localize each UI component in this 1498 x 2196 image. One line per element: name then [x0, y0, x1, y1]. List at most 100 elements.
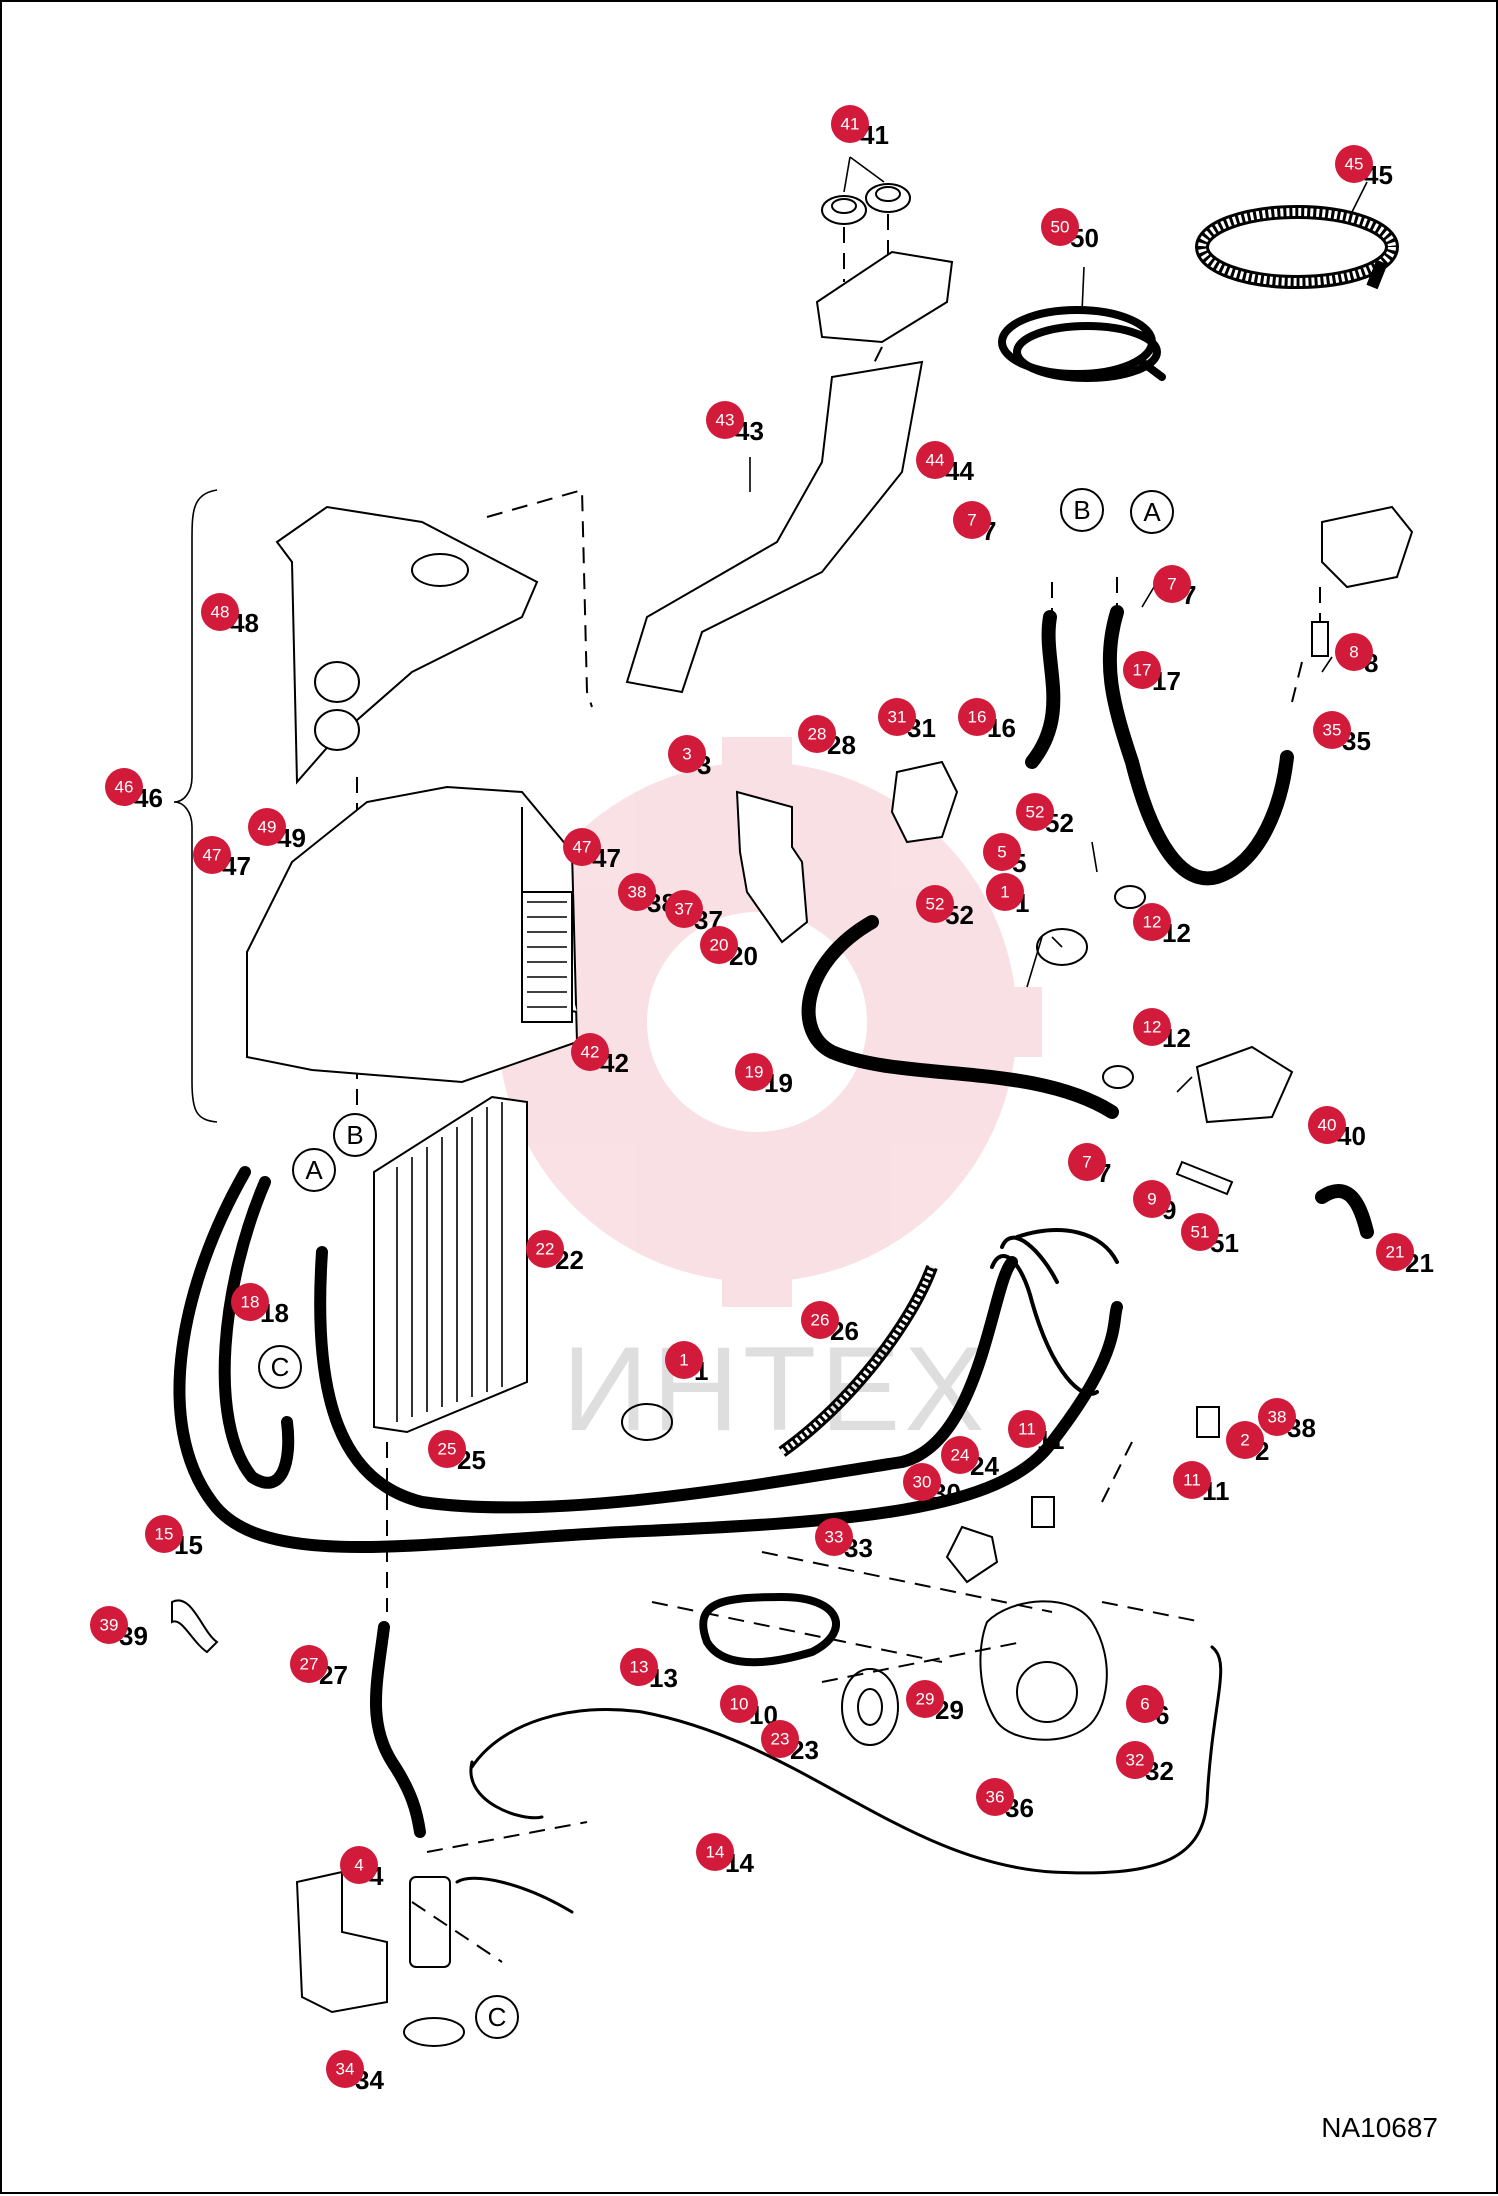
callout-badge[interactable]: 17 — [1123, 651, 1161, 689]
callout-badge-label: 52 — [1026, 803, 1045, 822]
mesh-hose-45 — [1195, 205, 1399, 290]
callout-badge[interactable]: 30 — [903, 1463, 941, 1501]
callout-badge[interactable]: 51 — [1181, 1213, 1219, 1251]
receiver-drier-4 — [409, 1876, 451, 1968]
callout-badge[interactable]: 47 — [193, 836, 231, 874]
callout-badge-circle — [941, 1436, 979, 1474]
callout-badge[interactable]: 7 — [1068, 1143, 1106, 1181]
callout-badge[interactable]: 1 — [986, 873, 1024, 911]
callout-badge-label: 1 — [679, 1351, 688, 1370]
callout-badge-label: 12 — [1143, 1018, 1162, 1037]
callout-badge[interactable]: 19 — [735, 1053, 773, 1091]
callout-badge[interactable]: 20 — [700, 926, 738, 964]
callout-badge[interactable]: 32 — [1116, 1741, 1154, 1779]
callout-badge[interactable]: 27 — [290, 1645, 328, 1683]
callout-badge-label: 9 — [1147, 1190, 1156, 1209]
callout-badge[interactable]: 6 — [1126, 1685, 1164, 1723]
callout-badge[interactable]: 7 — [1153, 565, 1191, 603]
callout-badge[interactable]: 21 — [1376, 1233, 1414, 1271]
callout-badge[interactable]: 37 — [665, 890, 703, 928]
callout-badge-circle — [340, 1846, 378, 1884]
callout-badge[interactable]: 11 — [1173, 1461, 1211, 1499]
callout-badge-label: 23 — [771, 1730, 790, 1749]
callout-badge[interactable]: 28 — [798, 715, 836, 753]
callout-badge[interactable]: 1 — [665, 1341, 703, 1379]
callout-badge-label: 4 — [354, 1856, 363, 1875]
callout-badge-circle — [326, 2050, 364, 2088]
callout-badge[interactable]: 12 — [1133, 903, 1171, 941]
callout-badge[interactable]: 52 — [1016, 793, 1054, 831]
callout-badge[interactable]: 44 — [916, 441, 954, 479]
callout-badge[interactable]: 39 — [90, 1606, 128, 1644]
callout-badge[interactable]: 47 — [563, 828, 601, 866]
connector-marker-label: C — [488, 2002, 507, 2032]
connector-marker-label: A — [1143, 497, 1161, 527]
callout-badge-circle — [231, 1283, 269, 1321]
callout-badge[interactable]: 8 — [1335, 633, 1373, 671]
callout-badge-label: 37 — [675, 900, 694, 919]
callout-badge[interactable]: 35 — [1313, 711, 1351, 749]
callout-badge[interactable]: 24 — [941, 1436, 979, 1474]
callout-badge[interactable]: 18 — [231, 1283, 269, 1321]
callout-badge[interactable]: 50 — [1041, 208, 1079, 246]
hose-15 — [173, 1166, 1123, 1553]
callout-badge-label: 42 — [581, 1043, 600, 1062]
callout-badge[interactable]: 42 — [571, 1033, 609, 1071]
callout-badge[interactable]: 40 — [1308, 1106, 1346, 1144]
callout-badge[interactable]: 36 — [976, 1778, 1014, 1816]
callout-badge-label: 18 — [241, 1293, 260, 1312]
callout-badge-label: 17 — [1133, 661, 1152, 680]
callout-badge[interactable]: 49 — [248, 808, 286, 846]
callout-badge[interactable]: 7 — [953, 501, 991, 539]
callout-badge-circle — [90, 1606, 128, 1644]
callout-badge-circle — [571, 1033, 609, 1071]
callout-badge[interactable]: 22 — [526, 1230, 564, 1268]
callout-badge-label: 6 — [1140, 1695, 1149, 1714]
grommet-41 — [821, 183, 911, 225]
callout-badge-label: 11 — [1183, 1471, 1201, 1490]
callout-badge[interactable]: 15 — [145, 1515, 183, 1553]
callout-badge[interactable]: 25 — [428, 1430, 466, 1468]
callout-badge[interactable]: 9 — [1133, 1180, 1171, 1218]
callout-badge[interactable]: 2 — [1226, 1421, 1264, 1459]
callout-badge-circle — [1226, 1421, 1264, 1459]
callout-badge[interactable]: 5 — [983, 833, 1021, 871]
callout-badge[interactable]: 48 — [201, 593, 239, 631]
connector-marker-label: B — [1073, 495, 1090, 525]
callout-badge[interactable]: 23 — [761, 1720, 799, 1758]
callout-badge[interactable]: 38 — [1258, 1398, 1296, 1436]
callout-badge[interactable]: 26 — [801, 1301, 839, 1339]
callout-badge[interactable]: 33 — [815, 1518, 853, 1556]
callout-badge[interactable]: 29 — [906, 1680, 944, 1718]
callout-badge-label: 30 — [913, 1473, 932, 1492]
bracket-2 — [1196, 1406, 1220, 1438]
callout-badge[interactable]: 38 — [618, 873, 656, 911]
callout-badge-label: 7 — [1167, 575, 1176, 594]
callout-badge[interactable]: 4 — [340, 1846, 378, 1884]
callout-badge-label: 25 — [438, 1440, 457, 1459]
callout-badge[interactable]: 14 — [696, 1833, 734, 1871]
callout-badge-circle — [1308, 1106, 1346, 1144]
callout-badge-circle — [105, 768, 143, 806]
callout-badge[interactable]: 16 — [958, 698, 996, 736]
callout-badge[interactable]: 10 — [720, 1685, 758, 1723]
grommet-12-upper — [1114, 885, 1146, 909]
callout-badge[interactable]: 43 — [706, 401, 744, 439]
callout-badge-label: 8 — [1349, 643, 1358, 662]
callout-badge[interactable]: 41 — [831, 105, 869, 143]
mounting-bracket-20 — [735, 790, 809, 944]
callout-badge[interactable]: 52 — [916, 885, 954, 923]
callout-badge-label: 47 — [203, 846, 222, 865]
callout-badge[interactable]: 13 — [620, 1648, 658, 1686]
callout-badge[interactable]: 31 — [878, 698, 916, 736]
callout-badge[interactable]: 45 — [1335, 145, 1373, 183]
callout-badge-circle — [1123, 651, 1161, 689]
callout-badge[interactable]: 46 — [105, 768, 143, 806]
callout-badge[interactable]: 34 — [326, 2050, 364, 2088]
callout-badge[interactable]: 3 — [668, 735, 706, 773]
callout-badge-circle — [1335, 145, 1373, 183]
callout-badge[interactable]: 12 — [1133, 1008, 1171, 1046]
callout-badge-label: 31 — [888, 708, 907, 727]
callout-badge[interactable]: 11 — [1008, 1410, 1046, 1448]
callout-badge-label: 16 — [968, 708, 987, 727]
